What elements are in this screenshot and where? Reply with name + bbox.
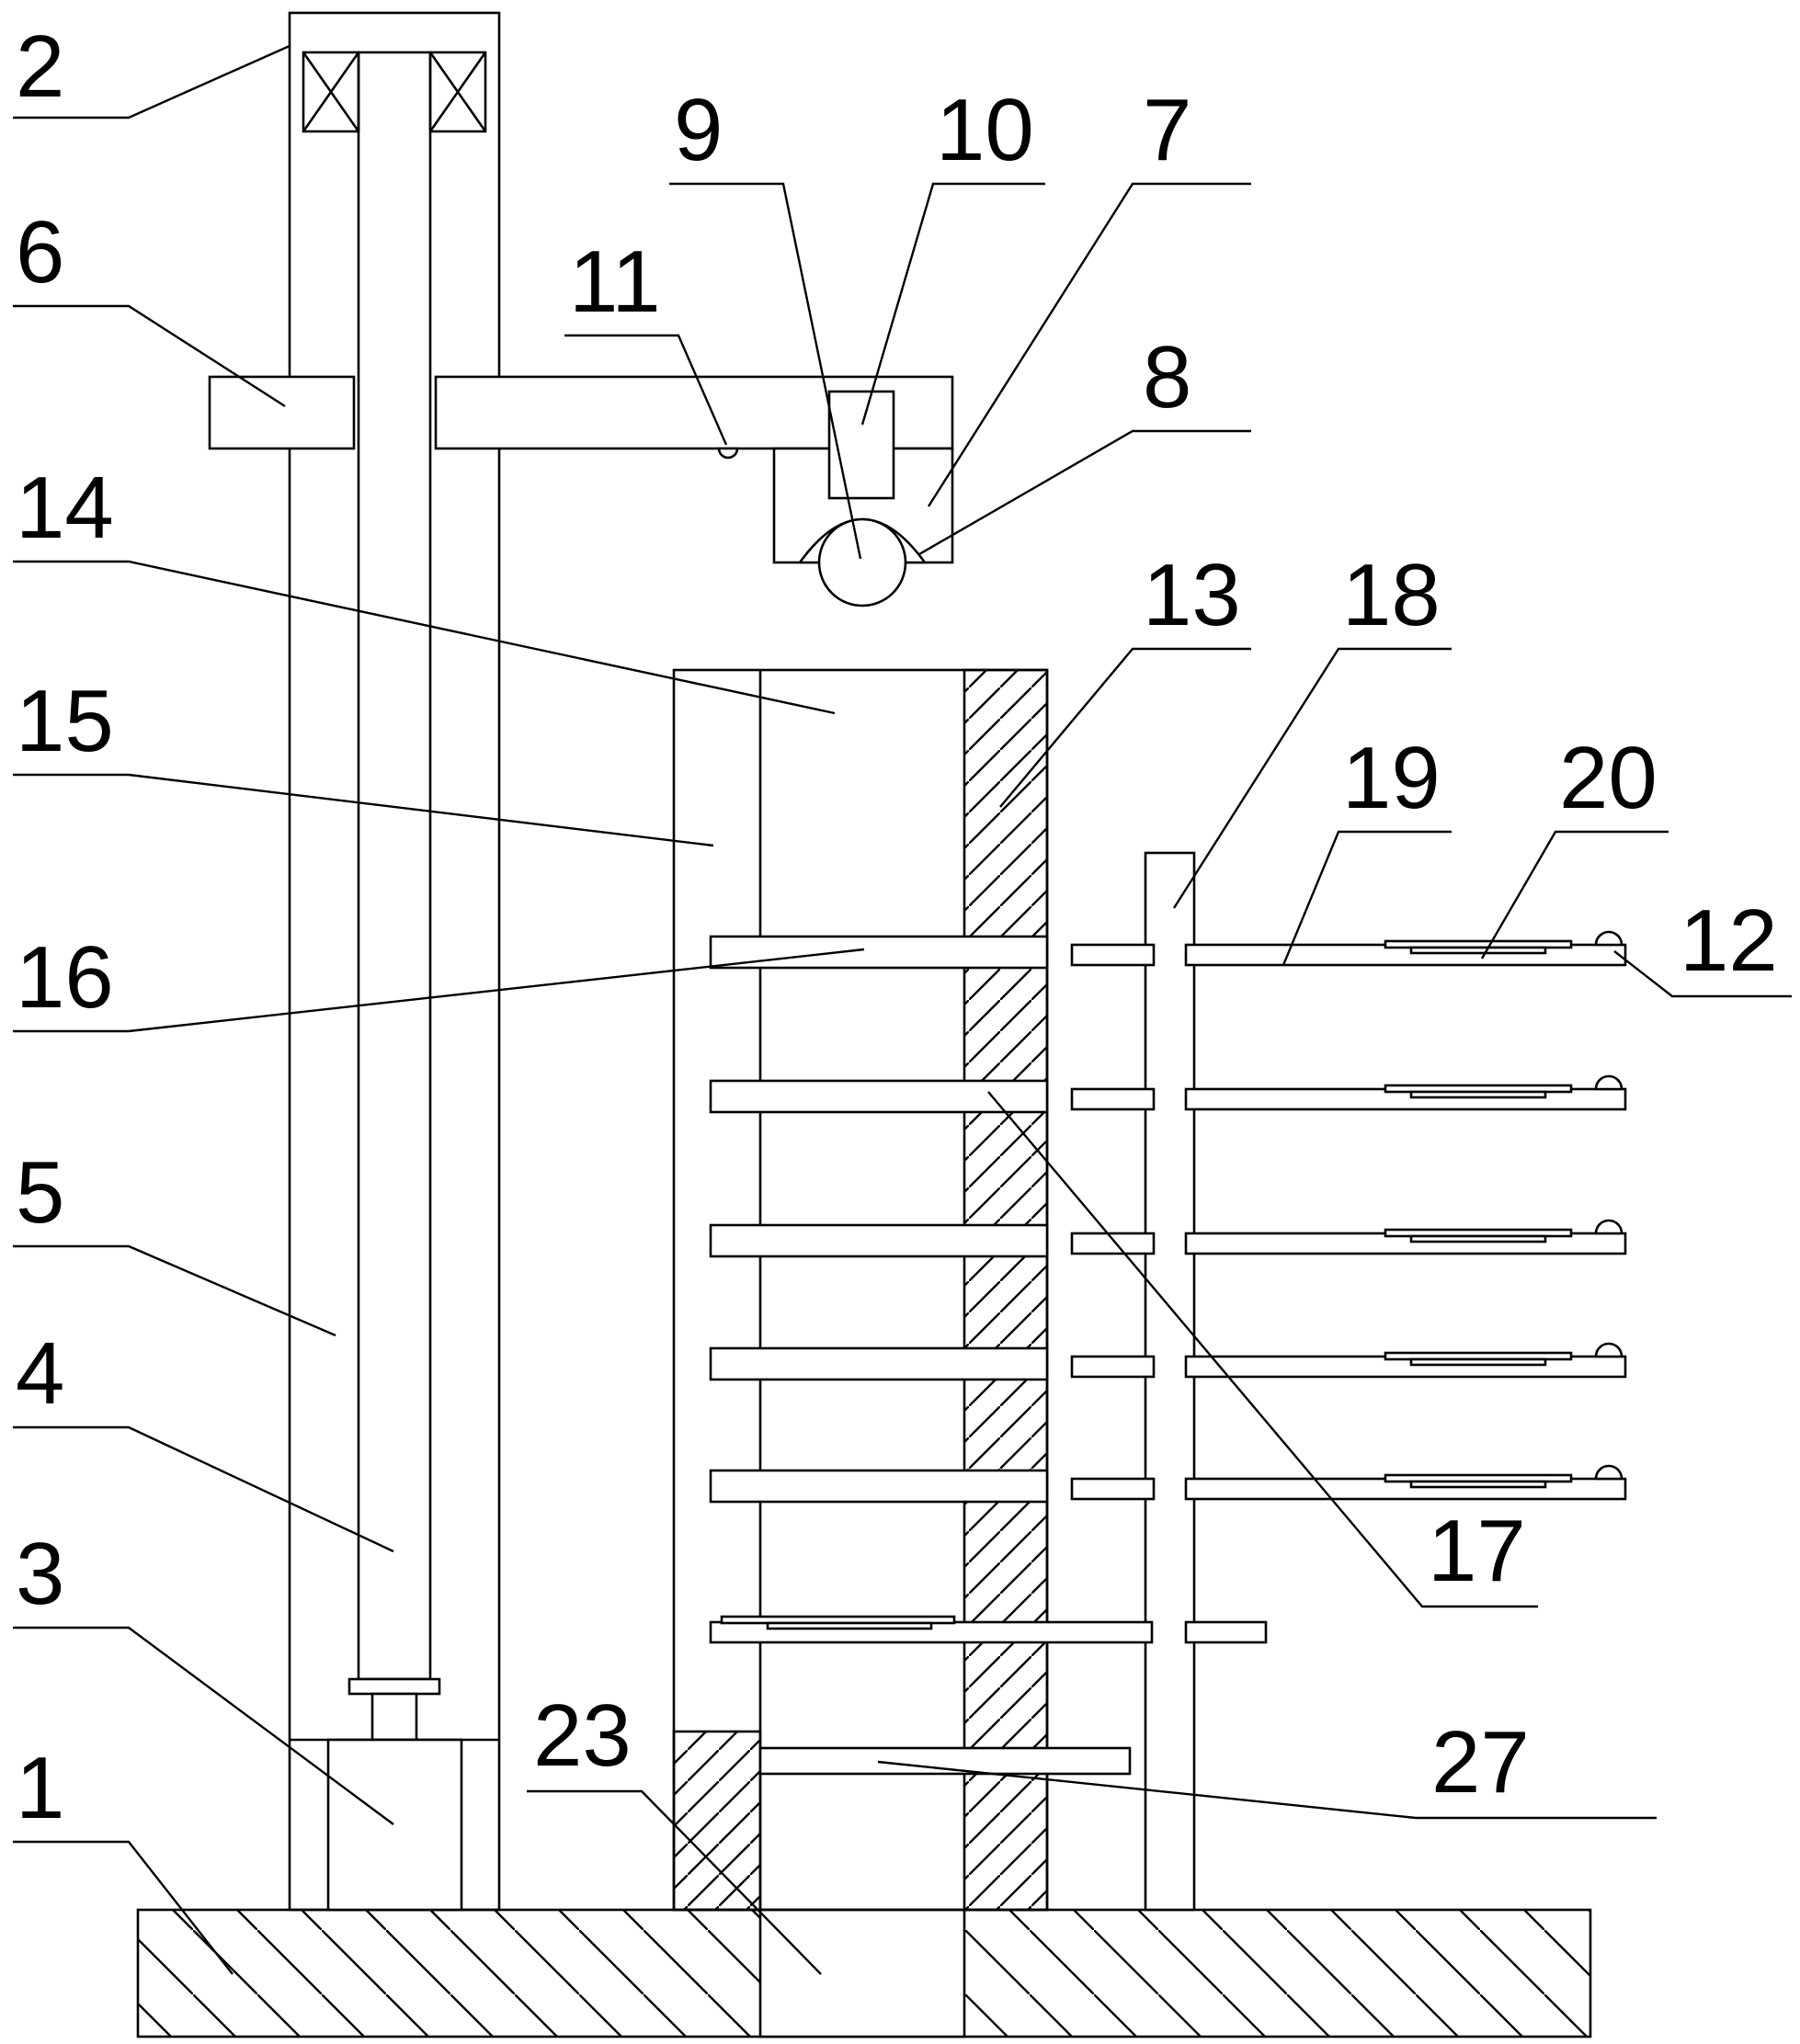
leader-3: [13, 1626, 394, 1825]
tray-row-4: [709, 1342, 1627, 1381]
label-8: 8: [1143, 328, 1191, 426]
leader-18: [1172, 647, 1452, 909]
label-27: 27: [1431, 1713, 1530, 1811]
frame-column: [288, 11, 501, 1912]
label-9: 9: [674, 81, 723, 179]
tray-row-3: [709, 1219, 1627, 1258]
leader-6: [13, 304, 286, 408]
label-6: 6: [16, 203, 64, 301]
leader-13: [999, 647, 1251, 808]
leader-27: [877, 1760, 1657, 1820]
leader-14: [13, 560, 836, 715]
leader-11: [564, 334, 728, 446]
label-11: 11: [569, 233, 661, 331]
leader-20: [1480, 830, 1669, 960]
tray-row-5: [709, 1464, 1627, 1504]
leader-10: [860, 182, 1045, 426]
label-13: 13: [1143, 546, 1241, 644]
label-19: 19: [1342, 729, 1441, 827]
label-17: 17: [1428, 1502, 1526, 1600]
leader-19: [1282, 830, 1452, 966]
hatched-wall: [963, 668, 1049, 1912]
lower-block: [672, 1730, 762, 1912]
label-20: 20: [1559, 729, 1658, 827]
tray-row-1: [709, 930, 1627, 970]
leader-12: [1613, 950, 1792, 998]
tray-row-6: [709, 1615, 1268, 1644]
roller: [817, 517, 907, 608]
label-16: 16: [16, 928, 114, 1027]
lead-screw: [357, 51, 432, 1681]
leader-15: [13, 773, 714, 847]
tray-row-2: [709, 1074, 1627, 1114]
leader-23: [527, 1789, 822, 1975]
label-7: 7: [1143, 81, 1191, 179]
label-14: 14: [16, 459, 114, 557]
guide-post: [1144, 851, 1196, 1912]
screw-coupling: [347, 1677, 441, 1696]
base-channel: [758, 1908, 966, 2038]
leader-lines: [13, 44, 1792, 1975]
leader-4: [13, 1425, 394, 1553]
actuator: [827, 390, 895, 500]
sensor-11: [717, 447, 739, 460]
leader-7: [927, 182, 1251, 507]
label-1: 1: [16, 1739, 64, 1837]
motor: [326, 1738, 463, 1912]
label-12: 12: [1680, 891, 1778, 990]
label-5: 5: [16, 1143, 64, 1242]
leader-17: [987, 1091, 1538, 1608]
leader-2: [13, 44, 291, 119]
slider-block: [208, 375, 356, 450]
label-23: 23: [533, 1686, 632, 1785]
leader-9: [669, 182, 862, 560]
coupling-shaft: [370, 1692, 418, 1742]
label-18: 18: [1342, 546, 1441, 644]
leader-8: [918, 429, 1251, 556]
label-4: 4: [16, 1324, 64, 1423]
label-10: 10: [936, 81, 1034, 179]
reference-numerals: 2 6 14 15 16 5 4 3 1 9 10 7 11 8 13 18 1…: [16, 17, 1778, 1837]
label-3: 3: [16, 1525, 64, 1623]
leader-5: [13, 1244, 336, 1337]
label-2: 2: [16, 17, 64, 116]
leader-16: [13, 948, 865, 1033]
leader-1: [13, 1840, 234, 1975]
label-15: 15: [16, 672, 114, 770]
